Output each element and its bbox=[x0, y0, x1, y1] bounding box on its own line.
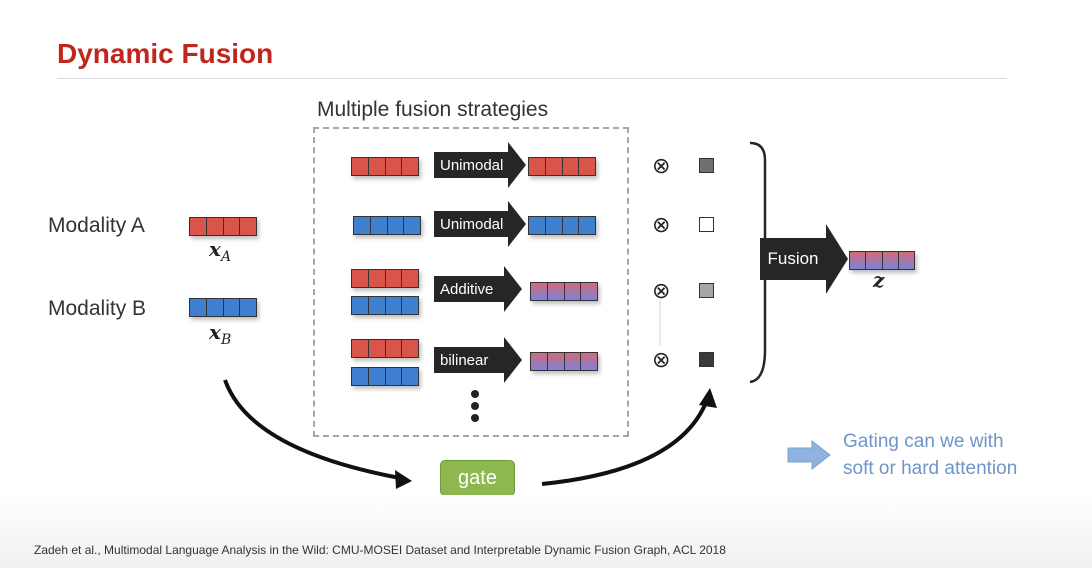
row4-output-vector bbox=[530, 352, 598, 371]
fusion-arrow: Fusion bbox=[760, 224, 848, 294]
slide-title: Dynamic Fusion bbox=[57, 38, 274, 69]
row3-strategy-arrow: Additive bbox=[434, 266, 522, 312]
row3-strategy-label: Additive bbox=[434, 276, 504, 302]
row3-output-vector bbox=[530, 282, 598, 301]
citation-1: Zadeh et al., Multimodal Language Analys… bbox=[34, 543, 726, 557]
row4-input-vector-a bbox=[351, 339, 419, 358]
gating-note-line2: soft or hard attention bbox=[843, 458, 1018, 479]
row1-strategy-label: Unimodal bbox=[434, 152, 508, 178]
modality-a-vector bbox=[189, 217, 257, 236]
row3-input-vector-a bbox=[351, 269, 419, 288]
fusion-label: Fusion bbox=[760, 238, 826, 280]
strategies-box bbox=[313, 127, 629, 437]
gate-box: gate bbox=[440, 460, 515, 496]
note-arrow-icon bbox=[787, 440, 831, 470]
row2-otimes-icon: ⊗ bbox=[652, 212, 671, 237]
output-vector bbox=[849, 251, 915, 270]
row2-strategy-arrow: Unimodal bbox=[434, 201, 526, 247]
modality-a-label: Modality A bbox=[48, 214, 145, 237]
row2-strategy-label: Unimodal bbox=[434, 211, 508, 237]
row2-gate-weight bbox=[699, 217, 714, 232]
gating-note-line1: Gating can we with bbox=[843, 431, 1004, 452]
row4-strategy-arrow: bilinear bbox=[434, 337, 522, 383]
more-strategies-ellipsis-icon bbox=[471, 390, 481, 426]
input-to-gate-arrowhead bbox=[395, 470, 412, 489]
row4-strategy-label: bilinear bbox=[434, 347, 504, 373]
gate-to-weights-arrow bbox=[541, 399, 709, 486]
title-divider bbox=[57, 78, 1007, 79]
input-to-gate-arrow bbox=[223, 379, 401, 480]
row3-gate-weight bbox=[699, 283, 714, 298]
row4-gate-weight bbox=[699, 352, 714, 367]
modality-b-vector bbox=[189, 298, 257, 317]
row1-strategy-arrow: Unimodal bbox=[434, 142, 526, 188]
row3-otimes-icon: ⊗ bbox=[652, 278, 671, 303]
row1-input-vector bbox=[351, 157, 419, 176]
output-var: z bbox=[873, 268, 885, 292]
modality-b-label: Modality B bbox=[48, 297, 147, 320]
row2-output-vector bbox=[528, 216, 596, 235]
modality-b-var: xB bbox=[209, 320, 232, 348]
gating-note: Gating can we with soft or hard attentio… bbox=[843, 428, 1017, 482]
row1-gate-weight bbox=[699, 158, 714, 173]
gate-to-weights-arrowhead bbox=[699, 388, 717, 408]
strategies-label: Multiple fusion strategies bbox=[317, 98, 549, 121]
row2-input-vector bbox=[353, 216, 421, 235]
row4-otimes-icon: ⊗ bbox=[652, 347, 671, 372]
row3-input-vector-b bbox=[351, 296, 419, 315]
modality-a-var: xA bbox=[209, 237, 232, 265]
row1-output-vector bbox=[528, 157, 596, 176]
row4-input-vector-b bbox=[351, 367, 419, 386]
row1-otimes-icon: ⊗ bbox=[652, 153, 671, 178]
footer-band bbox=[0, 495, 1092, 568]
